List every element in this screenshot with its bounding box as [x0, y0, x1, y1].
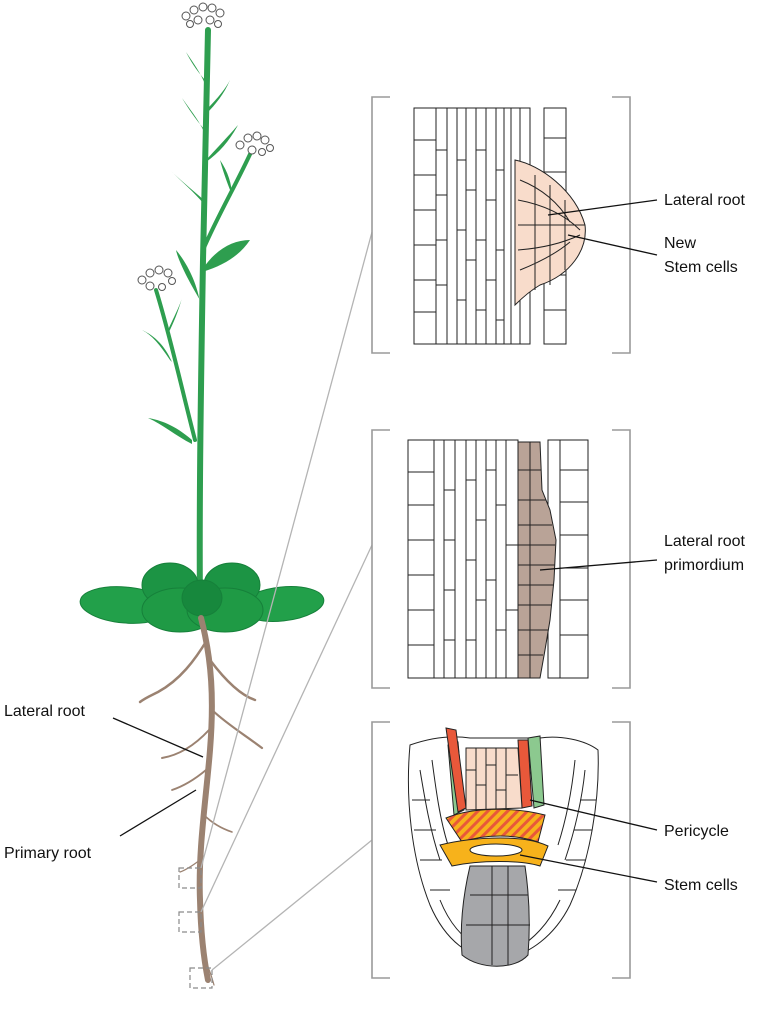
- flower-cluster-right: [235, 131, 274, 156]
- plant: [79, 2, 325, 989]
- roots: [138, 615, 264, 986]
- panel-3-frame: [371, 721, 631, 979]
- label-new-stem-cells-2: Stem cells: [664, 259, 738, 276]
- label-lateral-root-panel: Lateral root: [664, 192, 745, 209]
- side-branch-right: [201, 148, 254, 252]
- label-primordium-2: primordium: [664, 557, 744, 574]
- flower-cluster-left: [137, 265, 176, 291]
- root-cap-columella: [460, 865, 530, 967]
- side-branch-left: [154, 288, 197, 442]
- stem-cell-zone: [445, 808, 546, 843]
- stem-leaves: [142, 52, 250, 444]
- label-new-stem-cells-1: New: [664, 235, 696, 252]
- quiescent-center: [469, 843, 523, 857]
- main-stem: [196, 27, 211, 613]
- zoom-lines: [200, 231, 373, 971]
- root-zoom-markers: [178, 867, 213, 989]
- label-primary-root: Primary root: [4, 845, 92, 862]
- panel-root-tip: [371, 721, 631, 979]
- leader-lines: [112, 199, 658, 883]
- labels: Lateral root Primary root Lateral root N…: [4, 192, 745, 894]
- label-primordium-1: Lateral root: [664, 533, 745, 550]
- primary-root-shape: [196, 615, 215, 983]
- flower-cluster-top: [181, 2, 225, 28]
- panel-1-frame: [371, 96, 631, 354]
- label-stem-cells: Stem cells: [664, 877, 738, 894]
- panel-lateral-root: [371, 96, 631, 354]
- label-lateral-root-plant: Lateral root: [4, 703, 85, 720]
- primordium-cells: [517, 441, 557, 679]
- panel-2-frame: [371, 429, 631, 689]
- label-pericycle: Pericycle: [664, 823, 729, 840]
- panel-primordium: [371, 429, 631, 689]
